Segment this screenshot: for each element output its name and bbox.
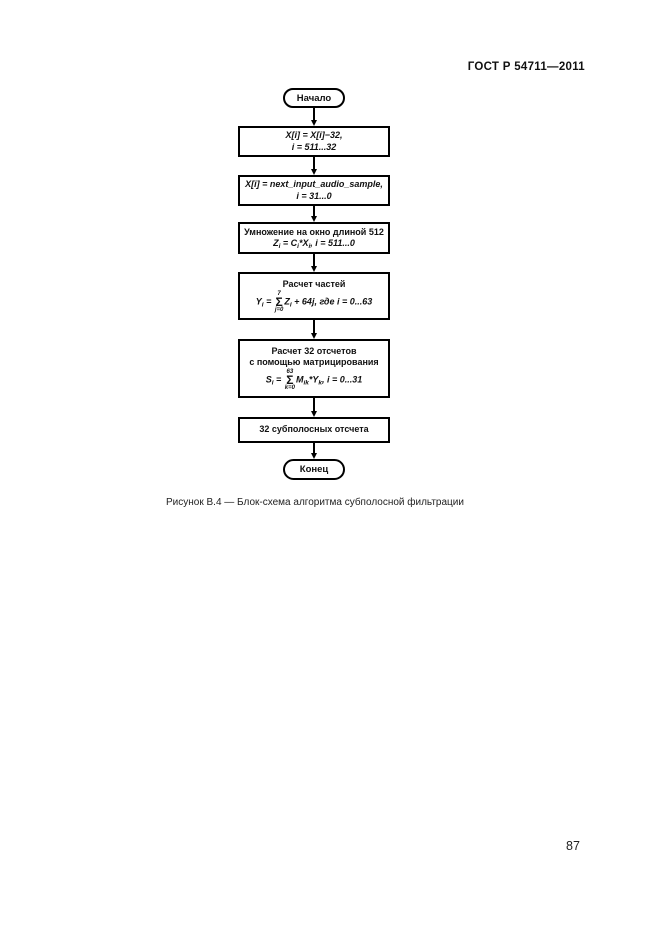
formula-line: Zi = Ci*Xi, i = 511...0 bbox=[273, 238, 355, 250]
formula-range: , i = 0...31 bbox=[322, 374, 363, 385]
sum-upper-limit: 7 bbox=[277, 290, 281, 297]
box-title: 32 субполосных отсчета bbox=[259, 424, 369, 435]
op: = bbox=[273, 374, 284, 385]
formula-range: , i = 511...0 bbox=[310, 238, 355, 248]
flow-box-matrixing: Расчет 32 отсчетов с помощью матрицирова… bbox=[238, 339, 390, 398]
flow-start-label: Начало bbox=[296, 92, 332, 104]
standard-header: ГОСТ Р 54711—2011 bbox=[467, 61, 585, 73]
arrow-down-icon bbox=[311, 333, 317, 339]
connector-line bbox=[313, 254, 315, 266]
flow-connector bbox=[311, 206, 317, 222]
var-sub: k bbox=[318, 379, 323, 387]
var: M bbox=[295, 374, 304, 385]
formula-range: + 64j, где i = 0...63 bbox=[291, 296, 373, 306]
sum-upper-limit: 63 bbox=[286, 368, 294, 375]
flow-box-windowing: Умножение на окно длиной 512 Zi = Ci*Xi,… bbox=[238, 222, 390, 254]
var: Z bbox=[273, 238, 279, 248]
var: Y bbox=[255, 296, 262, 306]
connector-line bbox=[313, 443, 315, 453]
arrow-down-icon bbox=[311, 453, 317, 459]
flow-connector bbox=[311, 443, 317, 459]
formula-line: X[i] = next_input_audio_sample, bbox=[245, 179, 383, 190]
connector-line bbox=[313, 320, 315, 333]
figure-caption: Рисунок В.4 — Блок-схема алгоритма субпо… bbox=[166, 497, 464, 508]
flow-connector bbox=[311, 320, 317, 339]
flowchart: Начало X[i] = X[i]−32, i = 511...32 X[i]… bbox=[238, 88, 390, 480]
sigma-icon: Σ bbox=[286, 372, 294, 387]
var-sub: i bbox=[278, 243, 281, 250]
var-sub: i bbox=[289, 301, 292, 308]
var: S bbox=[265, 374, 272, 385]
flow-box-input-samples: X[i] = next_input_audio_sample, i = 31..… bbox=[238, 175, 390, 206]
box-title-line2: с помощью матрицирования bbox=[249, 357, 379, 368]
flow-box-output: 32 субполосных отсчета bbox=[238, 417, 390, 443]
flow-end-terminal: Конец bbox=[283, 459, 345, 480]
var: Z bbox=[284, 296, 290, 306]
op: = C bbox=[280, 238, 298, 248]
arrow-down-icon bbox=[311, 216, 317, 222]
formula-range: i = 31...0 bbox=[296, 190, 332, 201]
connector-line bbox=[313, 206, 315, 216]
var-sub: i bbox=[271, 379, 274, 387]
sum-lower-limit: k=0 bbox=[284, 384, 295, 391]
flow-start-terminal: Начало bbox=[282, 88, 346, 108]
op: = bbox=[263, 296, 274, 306]
formula-line: X[i] = X[i]−32, bbox=[285, 130, 343, 141]
page-number: 87 bbox=[566, 839, 580, 853]
connector-line bbox=[313, 108, 315, 120]
flow-connector bbox=[311, 157, 317, 175]
var-sub: ik bbox=[303, 379, 309, 387]
var-sub: i bbox=[297, 243, 299, 250]
arrow-down-icon bbox=[311, 120, 317, 126]
formula-range: i = 511...32 bbox=[291, 141, 337, 152]
connector-line bbox=[313, 157, 315, 169]
box-title: Умножение на окно длиной 512 bbox=[244, 226, 384, 237]
flow-connector bbox=[311, 398, 317, 417]
box-title: Расчет 32 отсчетов bbox=[271, 346, 357, 357]
var-sub: i bbox=[261, 301, 264, 308]
flow-box-shift-samples: X[i] = X[i]−32, i = 511...32 bbox=[238, 126, 390, 157]
arrow-down-icon bbox=[311, 266, 317, 272]
flow-end-label: Конец bbox=[299, 464, 329, 475]
op: *X bbox=[298, 238, 309, 248]
arrow-down-icon bbox=[311, 169, 317, 175]
box-title: Расчет частей bbox=[282, 279, 346, 290]
sum-lower-limit: j=0 bbox=[274, 306, 284, 313]
flow-connector bbox=[311, 108, 317, 126]
sigma-icon: Σ bbox=[275, 294, 283, 309]
flow-connector bbox=[311, 254, 317, 272]
op: *Y bbox=[308, 374, 319, 385]
arrow-down-icon bbox=[311, 411, 317, 417]
var-sub: i bbox=[308, 243, 311, 250]
connector-line bbox=[313, 398, 315, 411]
